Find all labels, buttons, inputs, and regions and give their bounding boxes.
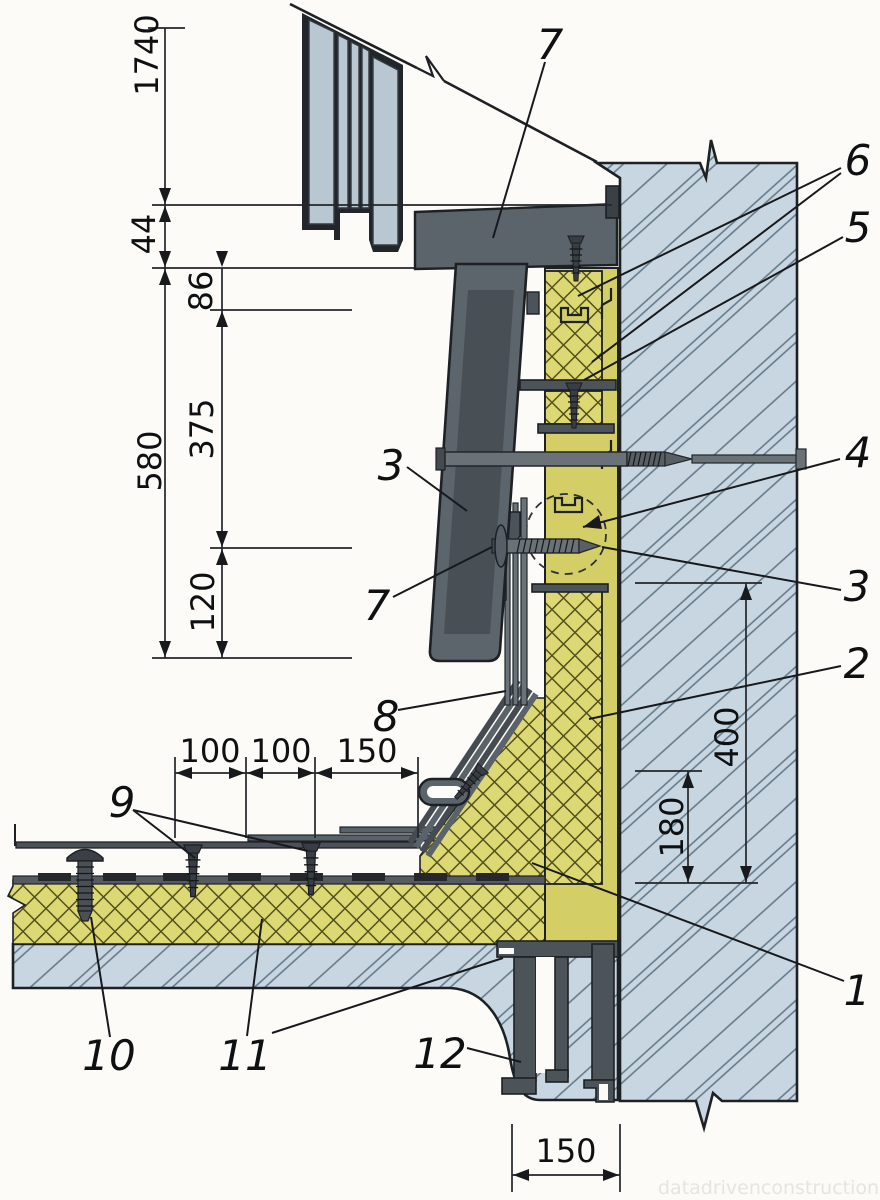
window-mullion-profile [302,13,403,252]
callout-6: 6 [845,136,872,185]
callout-7-left: 7 [364,581,391,630]
dim-100-a: 100 [179,732,240,770]
anchor-zone-dashed-circle [525,493,607,575]
callout-5: 5 [845,203,872,252]
vapor-barrier-layer [12,875,546,885]
callout-11: 11 [218,1031,271,1080]
parapet-cap-flashing [413,185,620,271]
corner-flashing-band [407,678,539,858]
dim-86: 86 [182,271,220,312]
mineral-wool-board-lower [544,587,603,885]
concrete-floor-slab [11,942,620,1102]
dimension-lines [148,27,762,1192]
callout-9: 9 [109,778,136,827]
fixing-plates [38,873,509,881]
callout-10: 10 [82,1031,135,1080]
dim-100-b: 100 [250,732,311,770]
dim-400: 400 [708,706,746,767]
wall-insulation-column [519,267,619,945]
callout-3-left: 3 [378,441,405,490]
dim-150-bottom: 150 [535,1132,596,1170]
callout-1: 1 [844,966,871,1015]
seal-block [605,185,620,219]
waterproofing-membrane [15,841,421,849]
long-wall-anchor [435,447,807,471]
callout-leader-lines [90,61,845,1063]
dim-180: 180 [653,796,691,857]
dim-375: 375 [183,398,221,459]
dim-120: 120 [184,571,222,632]
watermark-text: datadrivenconstruction.io [658,1177,880,1199]
flashing-strip-1 [247,834,435,842]
callout-7-top: 7 [537,20,564,69]
dim-44: 44 [125,214,163,255]
callout-3-right: 3 [844,562,871,611]
roof-slope-line [289,2,598,164]
insulation-anchor-fastener [66,848,104,922]
callout-8: 8 [373,692,400,741]
channel-profile-lower [553,496,584,514]
parapet-edge-profile [496,940,619,1103]
channel-profile-upper [559,306,590,324]
annotation-texts: 7 6 5 4 3 2 1 3 7 8 9 10 11 12 1740 44 8… [82,14,880,1199]
dim-150-top: 150 [336,732,397,770]
concrete-wall [592,139,799,1133]
dim-580: 580 [131,430,169,491]
panel-washer-screw [491,524,602,568]
callout-12: 12 [413,1029,466,1078]
top-fixing-tab [526,291,540,315]
fixing-rail-lower [531,583,609,593]
callout-2: 2 [844,639,871,688]
dim-1740: 1740 [128,14,166,95]
break-mark [416,55,445,82]
callout-4: 4 [845,428,872,477]
